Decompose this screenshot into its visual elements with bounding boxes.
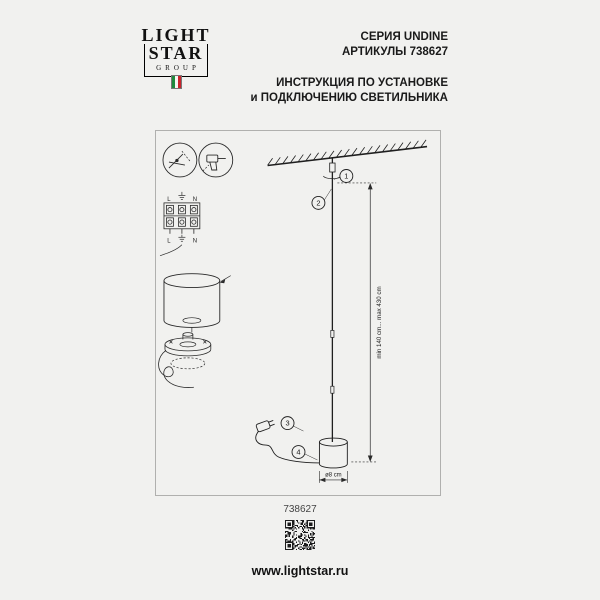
logo-line-light: LIGHT bbox=[141, 25, 211, 45]
terminal-label-l-bottom: L bbox=[167, 239, 171, 245]
drill-circle bbox=[198, 142, 234, 178]
power-cord bbox=[255, 430, 320, 464]
base-cylinder bbox=[318, 437, 348, 469]
wire-cutter-icon bbox=[168, 150, 191, 169]
step-3-circle bbox=[280, 416, 295, 431]
power-plug bbox=[255, 420, 320, 464]
plug-icon bbox=[255, 420, 271, 433]
step-3-label: 3 bbox=[285, 419, 289, 428]
earth-ground-icon-top bbox=[178, 191, 186, 200]
wire-cutter-circle bbox=[162, 142, 198, 178]
logo-line-star: STAR bbox=[148, 43, 204, 63]
ceiling bbox=[267, 139, 428, 167]
logo-line-group: GROUP bbox=[156, 64, 200, 72]
ceiling-hatch bbox=[267, 139, 427, 166]
terminal-label-n-top: N bbox=[193, 197, 197, 203]
canopy-cable bbox=[158, 350, 194, 388]
canopy-detail bbox=[158, 332, 212, 388]
installation-diagram-box: L N L bbox=[155, 130, 441, 496]
terminal-block-detail: L N L bbox=[159, 191, 201, 257]
earth-ground-icon-bottom bbox=[178, 234, 186, 242]
diameter-dimension-label: ø8 cm bbox=[325, 472, 342, 478]
header-text: СЕРИЯ UNDINE АРТИКУЛЫ 738627 ИНСТРУКЦИЯ … bbox=[251, 30, 449, 106]
terminal-label-n-bottom: N bbox=[193, 239, 197, 245]
shade-leader-line bbox=[220, 275, 231, 282]
step-1-circle bbox=[339, 169, 354, 183]
height-dimension-label: min 140 cm... max 430 cm bbox=[376, 286, 383, 358]
terminal-label-l-top: L bbox=[167, 197, 171, 203]
pendant-rod bbox=[323, 158, 345, 443]
step-4-label: 4 bbox=[296, 448, 300, 457]
step-4-circle bbox=[291, 445, 306, 459]
step-markers: 1 2 3 4 bbox=[280, 169, 354, 461]
italy-flag bbox=[170, 75, 182, 89]
step-2-label: 2 bbox=[316, 198, 320, 207]
article-number: 738627 bbox=[283, 504, 317, 515]
shade-leader-arrow bbox=[219, 279, 226, 284]
terminal-cable bbox=[159, 244, 183, 257]
qr-code bbox=[285, 520, 315, 550]
lightstar-logo: LIGHT STAR GROUP bbox=[140, 25, 212, 89]
installation-diagram: L N L bbox=[158, 139, 428, 483]
tools-legend bbox=[162, 142, 234, 178]
articles-line: АРТИКУЛЫ 738627 bbox=[341, 46, 448, 58]
drill-icon bbox=[202, 154, 226, 172]
diameter-dimension: ø8 cm bbox=[319, 470, 348, 483]
series-title: СЕРИЯ UNDINE bbox=[360, 31, 448, 43]
shade-detail bbox=[163, 273, 231, 333]
instruction-title-2: и ПОДКЛЮЧЕНИЮ СВЕТИЛЬНИКА bbox=[250, 92, 449, 104]
instruction-title-1: ИНСТРУКЦИЯ ПО УСТАНОВКЕ bbox=[276, 77, 448, 89]
height-dimension: min 140 cm... max 430 cm bbox=[337, 182, 383, 463]
logo-frame: STAR GROUP bbox=[144, 44, 208, 77]
rod-connector bbox=[329, 162, 336, 173]
website-url: www.lightstar.ru bbox=[251, 564, 349, 578]
step-1-label: 1 bbox=[344, 172, 348, 181]
canopy-screws bbox=[169, 340, 207, 344]
step-2-circle bbox=[311, 195, 326, 210]
